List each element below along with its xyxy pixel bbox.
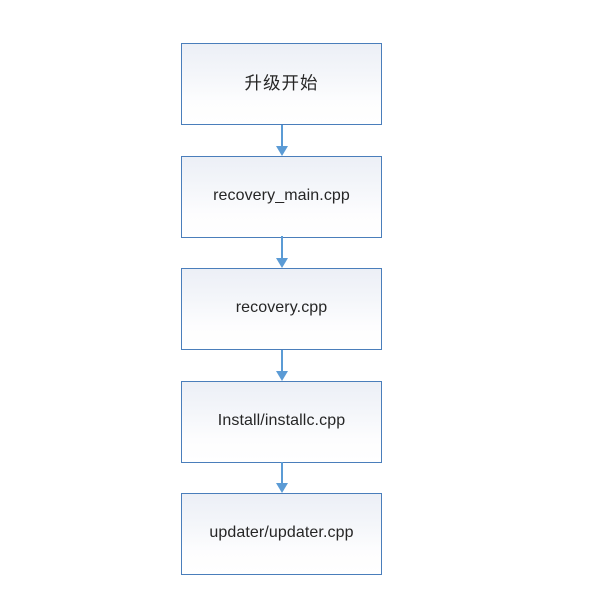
arrowhead-down-icon [276,483,288,493]
arrowhead-down-icon [276,258,288,268]
flow-node-label: 升级开始 [244,72,319,93]
arrowhead-down-icon [276,146,288,156]
connector-arrow-down [276,350,288,381]
connector-shaft [281,236,283,258]
flow-node-recovery-cpp[interactable]: recovery.cpp [181,268,382,350]
flow-node-label: recovery_main.cpp [213,187,350,205]
arrowhead-down-icon [276,371,288,381]
flow-node-label: updater/updater.cpp [209,524,354,542]
connector-arrow-down [276,462,288,493]
flow-node-label: Install/installc.cpp [217,412,346,430]
connector-arrow-down [276,125,288,156]
flow-node-recovery-main-cpp[interactable]: recovery_main.cpp [181,156,382,238]
flow-node-upgrade-start[interactable]: 升级开始 [181,43,382,125]
flow-node-updater-updater-cpp[interactable]: updater/updater.cpp [181,493,382,575]
connector-shaft [281,125,283,146]
flow-node-install-installc-cpp[interactable]: Install/installc.cpp [181,381,382,463]
flow-node-label: recovery.cpp [235,299,328,317]
connector-shaft [281,350,283,371]
connector-shaft [281,462,283,483]
connector-arrow-down [276,236,288,268]
